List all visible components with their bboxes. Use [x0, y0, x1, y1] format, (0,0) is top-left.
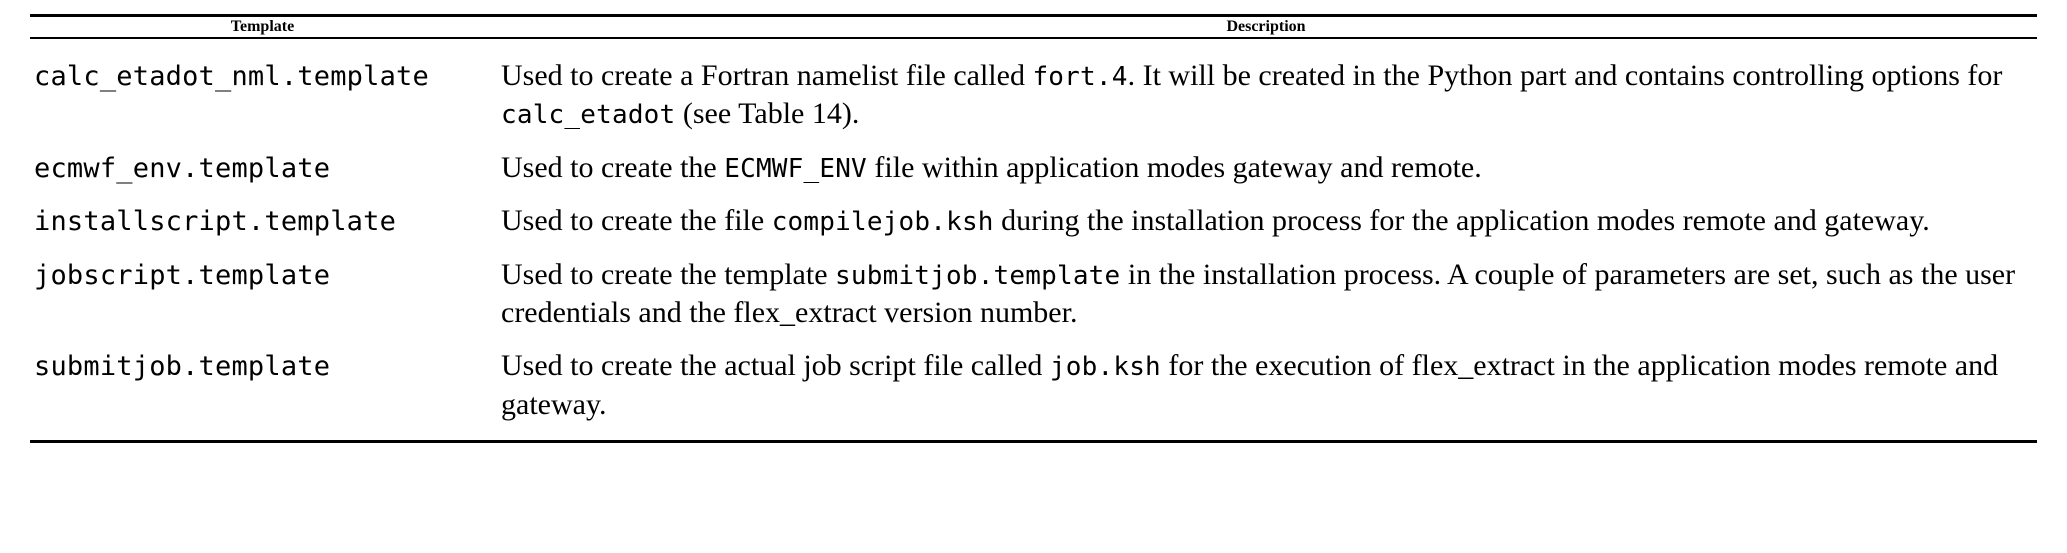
description-text: Used to create the file compilejob.ksh d… [501, 204, 1930, 237]
cell-description: Used to create a Fortran namelist file c… [495, 38, 2037, 140]
table-header-row: Template Description [30, 16, 2037, 38]
inline-code: ECMWF_ENV [724, 153, 867, 184]
inline-text: Used to create the file [501, 204, 772, 238]
cell-description: Used to create the actual job script fil… [495, 338, 2037, 440]
table-row: calc_etadot_nml.template Used to create … [30, 38, 2037, 140]
cell-description: Used to create the template submitjob.te… [495, 247, 2037, 339]
inline-code: job.ksh [1049, 352, 1161, 383]
cell-template-name: calc_etadot_nml.template [30, 38, 495, 140]
description-text: Used to create the template submitjob.te… [501, 258, 2015, 329]
description-text: Used to create the actual job script fil… [501, 349, 1998, 420]
inline-text: Used to create the template [501, 257, 836, 291]
table-row: installscript.template Used to create th… [30, 193, 2037, 246]
description-text: Used to create a Fortran namelist file c… [501, 59, 2002, 130]
cell-template-name: ecmwf_env.template [30, 140, 495, 193]
document-page: Template Description calc_etadot_nml.tem… [0, 13, 2067, 553]
template-file-name: jobscript.template [34, 259, 331, 291]
inline-text: (see Table 14). [675, 97, 860, 131]
templates-table: Template Description calc_etadot_nml.tem… [30, 13, 2037, 443]
inline-code: compilejob.ksh [771, 207, 994, 238]
template-file-name: ecmwf_env.template [34, 152, 331, 184]
column-header-description: Description [1226, 18, 1306, 35]
column-header-template: Template [230, 18, 295, 35]
table-body: Template Description calc_etadot_nml.tem… [30, 13, 2037, 443]
inline-text: Used to create a Fortran namelist file c… [501, 59, 1033, 92]
table-bottom-rule [30, 439, 2037, 443]
template-file-name: calc_etadot_nml.template [34, 61, 429, 92]
cell-template-name: submitjob.template [30, 338, 495, 440]
inline-text: file within application modes gateway an… [866, 150, 1482, 184]
template-file-name: installscript.template [34, 206, 397, 238]
inline-text: Used to create the [501, 150, 725, 184]
cell-description: Used to create the ECMWF_ENV file within… [495, 140, 2037, 193]
description-text: Used to create the ECMWF_ENV file within… [501, 151, 1482, 184]
table-row: submitjob.template Used to create the ac… [30, 338, 2037, 440]
inline-text: in the installation process. A couple of… [501, 257, 2016, 329]
inline-code: calc_etadot [501, 100, 676, 131]
inline-text: Used to create the actual job script fil… [501, 349, 1050, 383]
cell-template-name: installscript.template [30, 193, 495, 246]
inline-text: for the execution of flex_extract in the… [501, 349, 1999, 421]
inline-text: . It will be created in the Python part … [1127, 59, 2003, 92]
template-file-name: submitjob.template [34, 351, 331, 383]
table-row: ecmwf_env.template Used to create the EC… [30, 140, 2037, 193]
table-top-rule [30, 13, 2037, 17]
cell-description: Used to create the file compilejob.ksh d… [495, 193, 2037, 246]
cell-template-name: jobscript.template [30, 247, 495, 339]
table-row: jobscript.template Used to create the te… [30, 247, 2037, 339]
inline-code: fort.4 [1032, 62, 1128, 92]
inline-code: submitjob.template [835, 260, 1121, 291]
inline-text: during the installation process for the … [993, 204, 1930, 238]
